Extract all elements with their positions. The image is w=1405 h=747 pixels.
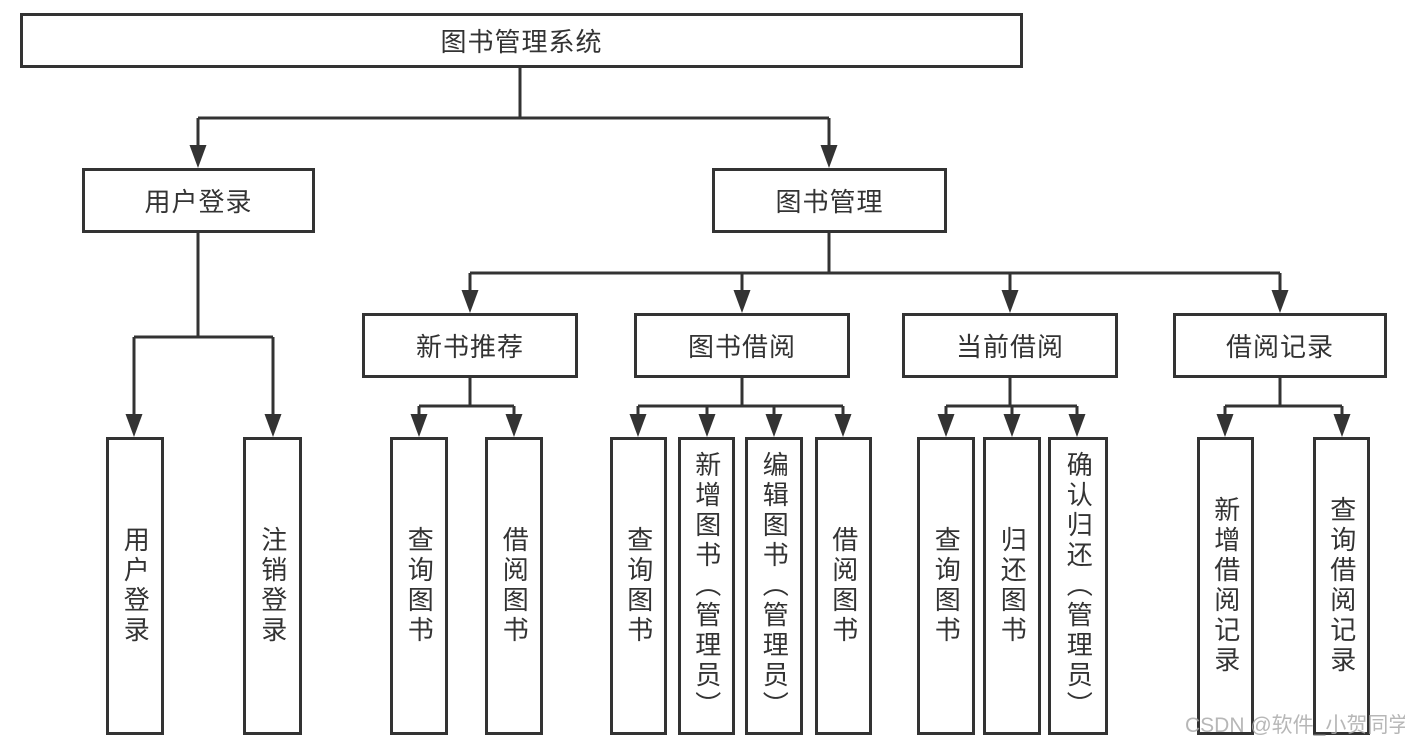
leaf-query-books-1-label: 查询图书 — [404, 526, 435, 646]
node-user-login: 用户登录 — [82, 168, 315, 233]
leaf-add-books-admin: 新增图书（管理员） — [678, 437, 735, 735]
leaf-return-books: 归还图书 — [983, 437, 1041, 735]
leaf-edit-books-admin-label: 编辑图书（管理员） — [759, 451, 790, 721]
leaf-borrow-books-1: 借阅图书 — [485, 437, 543, 735]
node-borrowing-records: 借阅记录 — [1173, 313, 1387, 378]
leaf-logout-login: 注销登录 — [243, 437, 302, 735]
node-book-borrowing: 图书借阅 — [634, 313, 850, 378]
node-borrowing-records-label: 借阅记录 — [1225, 332, 1334, 362]
leaf-add-borrow-record: 新增借阅记录 — [1197, 437, 1254, 735]
leaf-query-books-3: 查询图书 — [917, 437, 975, 735]
node-current-borrowing: 当前借阅 — [902, 313, 1118, 378]
leaf-query-books-1: 查询图书 — [390, 437, 448, 735]
leaf-confirm-return-admin: 确认归还（管理员） — [1048, 437, 1108, 735]
leaf-logout-login-label: 注销登录 — [257, 526, 288, 646]
node-book-borrowing-label: 图书借阅 — [687, 332, 796, 362]
connector-lines — [132, 68, 1344, 417]
leaf-borrow-books-1-label: 借阅图书 — [499, 526, 530, 646]
leaf-edit-books-admin: 编辑图书（管理员） — [745, 437, 803, 735]
watermark: CSDN @软件_小贺同学 — [1185, 714, 1405, 737]
leaf-user-login-label: 用户登录 — [120, 526, 151, 646]
node-new-book-recommend-label: 新书推荐 — [415, 332, 524, 362]
leaf-add-books-admin-label: 新增图书（管理员） — [691, 451, 722, 721]
leaf-query-borrow-record-label: 查询借阅记录 — [1326, 496, 1357, 676]
node-root-label: 图书管理系统 — [440, 27, 603, 57]
leaf-confirm-return-admin-label: 确认归还（管理员） — [1063, 451, 1094, 721]
node-user-login-label: 用户登录 — [144, 187, 253, 217]
leaf-user-login: 用户登录 — [106, 437, 164, 735]
node-book-management: 图书管理 — [712, 168, 947, 233]
node-book-management-label: 图书管理 — [775, 187, 884, 217]
leaf-borrow-books-2-label: 借阅图书 — [828, 526, 859, 646]
node-current-borrowing-label: 当前借阅 — [955, 332, 1064, 362]
leaf-add-borrow-record-label: 新增借阅记录 — [1210, 496, 1241, 676]
node-root: 图书管理系统 — [20, 13, 1023, 68]
leaf-query-borrow-record: 查询借阅记录 — [1313, 437, 1370, 735]
leaf-query-books-2-label: 查询图书 — [623, 526, 654, 646]
arrowheads — [125, 145, 1351, 437]
leaf-borrow-books-2: 借阅图书 — [815, 437, 872, 735]
leaf-return-books-label: 归还图书 — [997, 526, 1028, 646]
leaf-query-books-2: 查询图书 — [610, 437, 667, 735]
node-new-book-recommend: 新书推荐 — [362, 313, 578, 378]
leaf-query-books-3-label: 查询图书 — [931, 526, 962, 646]
